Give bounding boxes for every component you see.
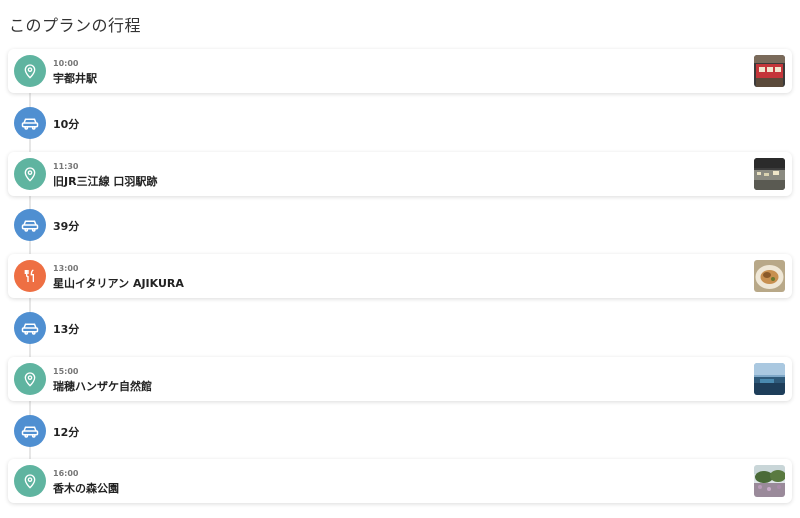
stop-time: 11:30 <box>53 162 79 171</box>
fork-knife-icon <box>14 260 46 292</box>
car-icon <box>14 312 46 344</box>
stop-name: 旧JR三江線 口羽駅跡 <box>53 175 158 188</box>
stop-thumbnail-image <box>754 363 785 395</box>
itinerary-stop[interactable]: 13:00 星山イタリアン AJIKURA <box>8 254 792 298</box>
stop-thumbnail-image <box>754 260 785 292</box>
stop-time: 13:00 <box>53 264 79 273</box>
map-pin-icon <box>14 465 46 497</box>
stop-time: 15:00 <box>53 367 79 376</box>
itinerary-stop[interactable]: 11:30 旧JR三江線 口羽駅跡 <box>8 152 792 196</box>
transit-row: 12分 <box>0 414 800 448</box>
itinerary-stop[interactable]: 15:00 瑞穂ハンザケ自然館 <box>8 357 792 401</box>
transit-duration: 13分 <box>53 323 80 336</box>
transit-duration: 12分 <box>53 426 80 439</box>
stop-thumbnail-image <box>754 55 785 87</box>
transit-duration: 39分 <box>53 220 80 233</box>
transit-row: 13分 <box>0 311 800 345</box>
car-icon <box>14 107 46 139</box>
transit-row: 10分 <box>0 106 800 140</box>
stop-time: 10:00 <box>53 59 79 68</box>
map-pin-icon <box>14 55 46 87</box>
itinerary-stop[interactable]: 10:00 宇都井駅 <box>8 49 792 93</box>
car-icon <box>14 209 46 241</box>
map-pin-icon <box>14 363 46 395</box>
stop-name: 宇都井駅 <box>53 72 97 85</box>
map-pin-icon <box>14 158 46 190</box>
stop-thumbnail-image <box>754 158 785 190</box>
transit-row: 39分 <box>0 208 800 242</box>
transit-duration: 10分 <box>53 118 80 131</box>
itinerary-stop[interactable]: 16:00 香木の森公園 <box>8 459 792 503</box>
stop-thumbnail-image <box>754 465 785 497</box>
section-title: このプランの行程 <box>9 16 142 35</box>
stop-time: 16:00 <box>53 469 79 478</box>
stop-name: 星山イタリアン AJIKURA <box>53 277 184 290</box>
stop-name: 瑞穂ハンザケ自然館 <box>53 380 152 393</box>
stop-name: 香木の森公園 <box>53 482 119 495</box>
car-icon <box>14 415 46 447</box>
